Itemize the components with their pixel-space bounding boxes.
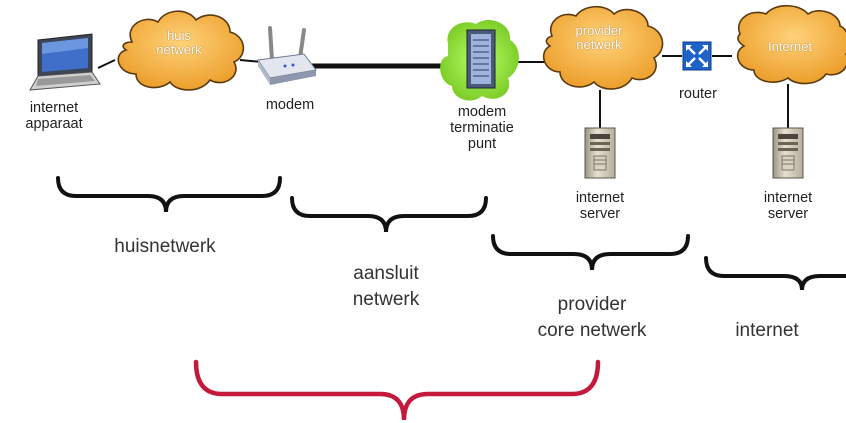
link-laptop-huiscloud bbox=[97, 59, 116, 69]
segment-label-line: huisnetwerk bbox=[114, 236, 216, 257]
internet-cloud-icon bbox=[736, 4, 846, 85]
label-line: internet bbox=[575, 190, 625, 206]
segment-label-line: core netwerk bbox=[537, 319, 647, 341]
provider-netwerk-cloud-label: provider netwerk bbox=[564, 24, 634, 51]
label-line: internet bbox=[763, 190, 813, 206]
router-icon bbox=[682, 41, 712, 71]
cloud-label-line: netwerk bbox=[156, 41, 202, 57]
internet-server-icon bbox=[772, 127, 804, 179]
segment-label-line: aansluit bbox=[353, 263, 419, 284]
label-line: apparaat bbox=[25, 116, 83, 133]
modem-termination-icon bbox=[440, 19, 519, 101]
label-line: internet bbox=[29, 100, 79, 116]
cloud-label-line: huis bbox=[167, 28, 191, 43]
label-line: router bbox=[679, 86, 717, 102]
huis-netwerk-cloud-icon bbox=[117, 10, 245, 91]
cloud-label-line: Internet bbox=[767, 39, 813, 54]
provider-core-netwerk-segment-label: provider core netwerk bbox=[510, 292, 674, 343]
cloud-label-line: netwerk bbox=[576, 36, 622, 52]
brace-total-red bbox=[193, 359, 601, 421]
segment-label-line: provider bbox=[557, 294, 627, 315]
internet-server-icon bbox=[584, 127, 616, 179]
segment-label-line: internet bbox=[735, 320, 799, 341]
internet-apparaat-label: internet apparaat bbox=[14, 100, 94, 132]
modem-terminatie-punt-label: modem terminatie punt bbox=[440, 104, 524, 153]
label-line: modem bbox=[265, 97, 315, 113]
label-line: punt bbox=[467, 136, 497, 153]
connection-lines bbox=[97, 55, 789, 128]
label-line: server bbox=[579, 206, 621, 223]
brace-aansluit-netwerk bbox=[290, 196, 488, 233]
brace-internet bbox=[704, 256, 846, 291]
huisnetwerk-segment-label: huisnetwerk bbox=[90, 234, 240, 260]
internet-server-label: internet server bbox=[562, 190, 638, 222]
huis-netwerk-cloud-label: huis netwerk bbox=[146, 29, 212, 56]
internet-cloud-label: Internet bbox=[760, 40, 820, 54]
brace-provider-core bbox=[491, 234, 690, 271]
modem-label: modem bbox=[256, 97, 324, 113]
label-line: terminatie bbox=[450, 120, 514, 137]
aansluit-netwerk-segment-label: aansluit netwerk bbox=[326, 261, 446, 312]
internet-server-label: internet server bbox=[750, 190, 826, 222]
label-line: modem bbox=[457, 104, 507, 120]
modem-icon bbox=[257, 26, 317, 85]
brace-huisnetwerk bbox=[56, 176, 282, 213]
segment-label-line: netwerk bbox=[352, 288, 420, 310]
laptop-icon bbox=[29, 33, 101, 91]
cloud-label-line: provider bbox=[575, 23, 623, 38]
internet-segment-label: internet bbox=[722, 318, 812, 344]
router-label: router bbox=[666, 86, 730, 102]
label-line: server bbox=[767, 206, 809, 223]
provider-netwerk-cloud-icon bbox=[542, 5, 664, 90]
